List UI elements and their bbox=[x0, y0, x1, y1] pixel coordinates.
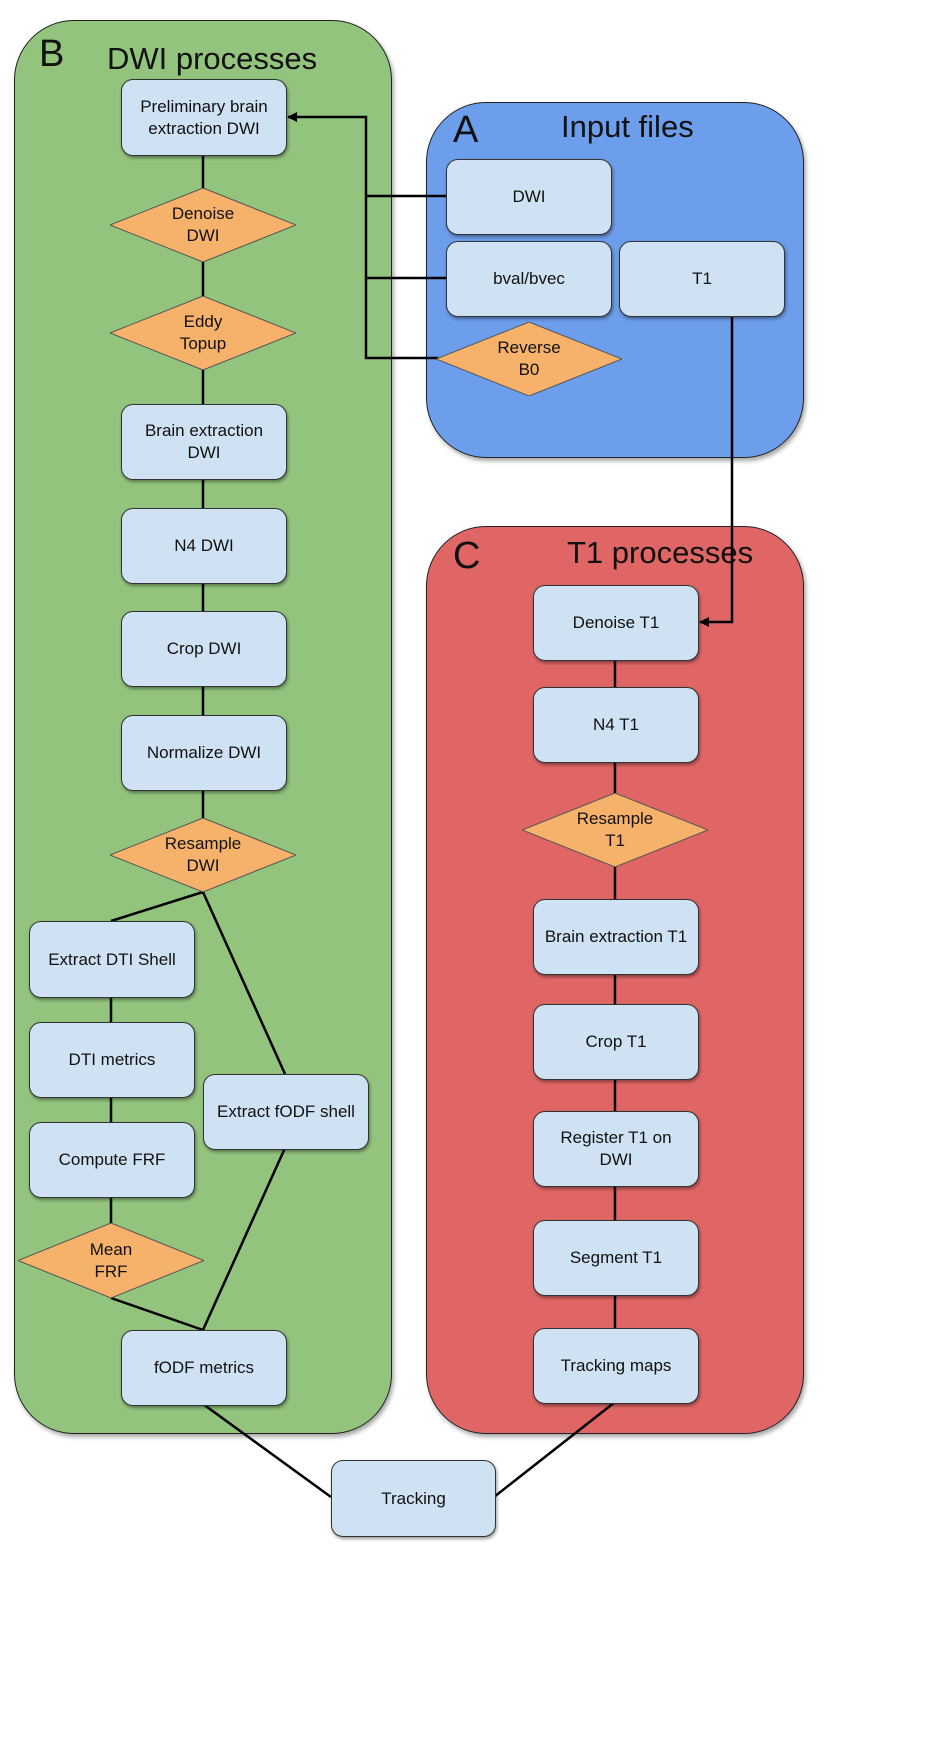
node-extract-dti-shell[interactable]: Extract DTI Shell bbox=[29, 921, 195, 998]
node-tracking[interactable]: Tracking bbox=[331, 1460, 496, 1537]
panel-title: T1 processes bbox=[567, 535, 754, 570]
panel-letter: B bbox=[39, 33, 65, 75]
node-input-dwi[interactable]: DWI bbox=[446, 159, 612, 235]
node-eddy-topup[interactable]: Eddy Topup bbox=[110, 296, 296, 370]
node-denoise-t1[interactable]: Denoise T1 bbox=[533, 585, 699, 661]
node-reverse-b0[interactable]: Reverse B0 bbox=[436, 322, 622, 396]
node-input-bval-bvec[interactable]: bval/bvec bbox=[446, 241, 612, 317]
node-extract-fodf-shell[interactable]: Extract fODF shell bbox=[203, 1074, 369, 1150]
panel-title: Input files bbox=[561, 109, 694, 144]
edge-meanfrf-fodfmetrics bbox=[110, 1296, 204, 1332]
edge-t1-to-denoise bbox=[699, 316, 734, 627]
node-register-t1-on-dwi[interactable]: Register T1 on DWI bbox=[533, 1111, 699, 1187]
node-denoise-dwi[interactable]: Denoise DWI bbox=[110, 188, 296, 262]
node-normalize-dwi[interactable]: Normalize DWI bbox=[121, 715, 287, 791]
node-mean-frf[interactable]: Mean FRF bbox=[18, 1223, 204, 1298]
node-brain-extraction-t1[interactable]: Brain extraction T1 bbox=[533, 899, 699, 975]
node-tracking-maps[interactable]: Tracking maps bbox=[533, 1328, 699, 1404]
node-brain-extraction-dwi[interactable]: Brain extraction DWI bbox=[121, 404, 287, 480]
node-label: Eddy Topup bbox=[179, 312, 227, 353]
panel-letter: C bbox=[453, 535, 481, 577]
node-input-t1[interactable]: T1 bbox=[619, 241, 785, 317]
edge-maps-tracking bbox=[493, 1401, 616, 1498]
node-prelim-brain-extraction-dwi[interactable]: Preliminary brain extraction DWI bbox=[121, 79, 287, 156]
edge-resample-fodfshell bbox=[201, 891, 287, 1075]
node-label: Resample DWI bbox=[164, 834, 242, 875]
edge-fodf-tracking bbox=[202, 1402, 332, 1499]
node-label: Denoise DWI bbox=[171, 204, 235, 245]
node-resample-dwi[interactable]: Resample DWI bbox=[110, 818, 296, 892]
edge-resample-dtishell bbox=[110, 890, 204, 923]
edge-fodfshell-fodfmetrics bbox=[201, 1147, 287, 1331]
node-crop-dwi[interactable]: Crop DWI bbox=[121, 611, 287, 687]
node-label: Mean FRF bbox=[89, 1239, 133, 1281]
panel-title: DWI processes bbox=[107, 41, 318, 76]
node-dti-metrics[interactable]: DTI metrics bbox=[29, 1022, 195, 1098]
panel-letter: A bbox=[453, 109, 479, 151]
node-n4-dwi[interactable]: N4 DWI bbox=[121, 508, 287, 584]
node-label: Reverse B0 bbox=[497, 338, 561, 379]
node-segment-t1[interactable]: Segment T1 bbox=[533, 1220, 699, 1296]
node-n4-t1[interactable]: N4 T1 bbox=[533, 687, 699, 763]
node-resample-t1[interactable]: Resample T1 bbox=[522, 793, 708, 867]
node-fodf-metrics[interactable]: fODF metrics bbox=[121, 1330, 287, 1406]
node-label: Resample T1 bbox=[576, 809, 654, 850]
node-crop-t1[interactable]: Crop T1 bbox=[533, 1004, 699, 1080]
node-compute-frf[interactable]: Compute FRF bbox=[29, 1122, 195, 1198]
